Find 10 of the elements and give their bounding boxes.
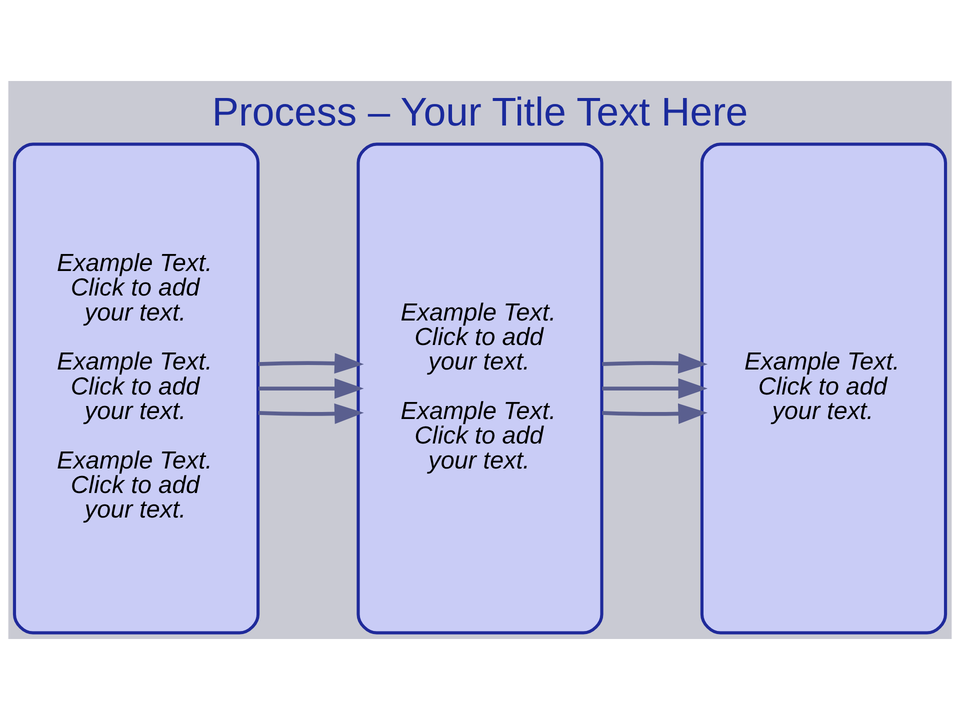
arrow bbox=[602, 378, 708, 399]
arrow bbox=[258, 403, 364, 424]
node-box: Example Text. Click to add your text. Example Text. Click to add your text. bbox=[356, 142, 604, 634]
arrow bbox=[602, 353, 708, 374]
node-box: Example Text. Click to add your text. bbox=[700, 142, 948, 634]
node-box: Example Text. Click to add your text. Example Text. Click to add your text. Example Text. Click to add your text. bbox=[12, 142, 260, 634]
arrow bbox=[258, 378, 364, 399]
arrow bbox=[258, 353, 364, 374]
diagram-title: Process – Your Title Text Here bbox=[212, 90, 748, 134]
arrow bbox=[602, 403, 708, 424]
